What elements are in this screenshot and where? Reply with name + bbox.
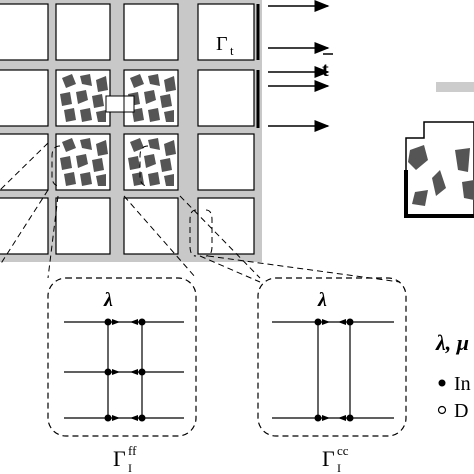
gamma-ff-label: Γ I ff bbox=[113, 443, 137, 474]
filled-node bbox=[314, 318, 322, 326]
traction-arrows bbox=[268, 0, 330, 132]
grain bbox=[60, 92, 72, 106]
gamma-cc-superscript: cc bbox=[337, 443, 349, 458]
grid-cell bbox=[0, 197, 49, 255]
grain bbox=[132, 108, 144, 122]
detail-box-cc: λ bbox=[257, 277, 407, 437]
grain bbox=[144, 90, 156, 104]
traction-label: t bbox=[322, 53, 333, 81]
grain bbox=[76, 154, 88, 168]
grain bbox=[80, 172, 92, 186]
grid-cell bbox=[0, 69, 49, 127]
grain bbox=[96, 174, 106, 186]
filled-node bbox=[314, 414, 322, 422]
grid-cell bbox=[0, 3, 49, 61]
grain bbox=[164, 174, 174, 186]
grain bbox=[148, 108, 160, 122]
grain-microstructure bbox=[58, 72, 176, 188]
grain bbox=[160, 158, 172, 172]
filled-node bbox=[104, 368, 112, 376]
open-dot-icon bbox=[437, 405, 447, 415]
force-arrowhead bbox=[338, 319, 346, 325]
grain bbox=[80, 138, 92, 150]
grain bbox=[128, 156, 140, 170]
legend-filled-label: In bbox=[454, 373, 471, 395]
cc-interface bbox=[272, 318, 394, 422]
grain bbox=[130, 138, 144, 152]
force-arrowhead bbox=[112, 319, 120, 325]
grid-cell bbox=[55, 3, 111, 61]
grain bbox=[144, 154, 156, 168]
ff-interface bbox=[64, 318, 184, 422]
gamma-cc-symbol: Γ bbox=[322, 446, 335, 471]
multipliers-label: λ, μ bbox=[435, 330, 469, 355]
filled-node bbox=[346, 318, 354, 326]
lambda-label-ff: λ bbox=[103, 289, 113, 311]
right-partial-figure bbox=[404, 82, 474, 218]
cut-out bbox=[123, 95, 135, 113]
detail-box-ff: λ bbox=[47, 277, 197, 437]
force-arrowhead bbox=[130, 369, 138, 375]
grain bbox=[164, 76, 176, 92]
filled-dot-icon bbox=[438, 379, 446, 387]
legend-open-label: D bbox=[454, 400, 468, 422]
gamma-subscript: t bbox=[230, 43, 234, 58]
cut-out bbox=[105, 95, 125, 113]
force-arrowhead bbox=[322, 415, 330, 421]
grain bbox=[160, 94, 172, 108]
force-arrowhead bbox=[130, 319, 138, 325]
grain bbox=[60, 156, 72, 170]
grain bbox=[92, 94, 104, 108]
grain bbox=[148, 172, 160, 186]
filled-node bbox=[346, 414, 354, 422]
grid-cell bbox=[0, 133, 49, 191]
grid-cell bbox=[197, 197, 255, 255]
gamma-cc-label: Γ I cc bbox=[322, 443, 349, 474]
grid-cell bbox=[197, 3, 255, 61]
filled-node bbox=[138, 318, 146, 326]
grain bbox=[164, 110, 174, 122]
gamma-cc-subscript: I bbox=[337, 461, 341, 474]
grain bbox=[80, 74, 92, 86]
filled-node bbox=[104, 318, 112, 326]
traction-symbol: t bbox=[322, 59, 329, 81]
filled-node bbox=[138, 414, 146, 422]
lambda-label-cc: λ bbox=[317, 289, 327, 311]
gamma-symbol: Γ bbox=[216, 33, 228, 55]
grain bbox=[148, 138, 160, 150]
force-arrowhead bbox=[322, 319, 330, 325]
grain bbox=[62, 74, 76, 88]
grain bbox=[130, 74, 144, 88]
grain bbox=[96, 140, 108, 156]
legend: λ, μ In D bbox=[435, 330, 471, 422]
grain bbox=[64, 108, 76, 122]
grain bbox=[64, 172, 76, 186]
force-arrowhead bbox=[130, 415, 138, 421]
grain bbox=[80, 108, 92, 122]
grain bbox=[164, 140, 176, 156]
gamma-ff-superscript: ff bbox=[128, 443, 137, 458]
force-arrowhead bbox=[112, 369, 120, 375]
grid-cell bbox=[55, 197, 111, 255]
gamma-ff-subscript: I bbox=[128, 461, 132, 474]
force-arrowhead bbox=[112, 415, 120, 421]
grain bbox=[96, 76, 108, 92]
grain bbox=[62, 138, 76, 152]
grain bbox=[76, 90, 88, 104]
grid-cell bbox=[123, 3, 179, 61]
grain bbox=[92, 158, 104, 172]
filled-node bbox=[104, 414, 112, 422]
grain bbox=[148, 74, 160, 86]
gamma-ff-symbol: Γ bbox=[113, 446, 126, 471]
filled-node bbox=[138, 368, 146, 376]
force-arrowhead bbox=[338, 415, 346, 421]
grid-cell bbox=[197, 133, 255, 191]
grid-cell bbox=[197, 69, 255, 127]
grain bbox=[96, 110, 106, 122]
gamma-t-label: Γ t bbox=[216, 33, 234, 58]
